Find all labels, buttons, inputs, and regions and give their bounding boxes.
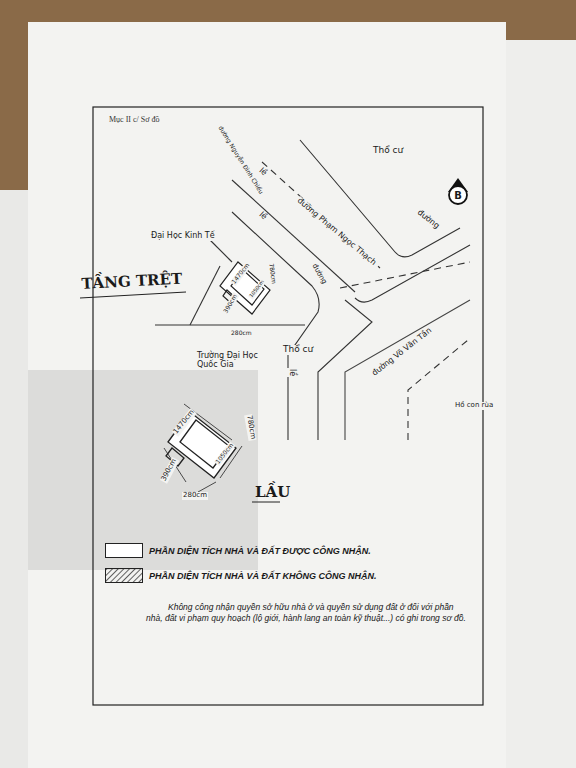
section-title: Mục II c/ Sơ đồ	[108, 116, 160, 125]
street-name: đường	[415, 208, 442, 232]
legend-swatch	[105, 543, 143, 558]
landmark-label: Hồ con rùa	[454, 402, 494, 410]
dimension: 390cm	[160, 457, 179, 484]
sidewalk-label: lề	[256, 166, 269, 179]
dimension: 780cm	[244, 414, 256, 441]
building-name: Đại Học Kinh Tế	[150, 232, 216, 241]
legend-row: PHẦN DIỆN TÍCH NHÀ VÀ ĐẤT KHÔNG CÔNG NHẬ…	[105, 568, 377, 583]
sidewalk-label: lề	[256, 210, 269, 223]
floor-title: LẦU	[254, 484, 291, 501]
street-name: đường	[309, 262, 328, 287]
street-name: đường Võ Văn Tần	[370, 326, 434, 379]
legend-text: PHẦN DIỆN TÍCH NHÀ VÀ ĐẤT ĐƯỢC CÔNG NHẬN…	[149, 546, 371, 556]
dimension: 390cm	[222, 292, 239, 315]
note-text: Không công nhận quyền sở hữu nhà ở và qu…	[145, 602, 472, 625]
building-name: Trường Đại Học Quốc Gia	[196, 352, 270, 370]
hatched-swatch	[105, 568, 143, 583]
legend-row: PHẦN DIỆN TÍCH NHÀ VÀ ĐẤT ĐƯỢC CÔNG NHẬN…	[105, 543, 371, 558]
dimension: 1470cm	[172, 408, 197, 437]
dimension: 280cm	[182, 492, 208, 500]
hatch-fill	[106, 569, 142, 582]
dimension: 780cm	[267, 262, 277, 285]
dimension: 280cm	[230, 330, 253, 337]
dimension: 1050cm	[214, 441, 235, 466]
floor-title: TẦNG TRỆT	[80, 271, 184, 293]
street-name: đường Nguyễn Đình Chiểu	[216, 124, 264, 196]
land-use-label: Thổ cư	[282, 345, 314, 355]
north-symbol: B	[454, 190, 462, 201]
sidewalk-label: lề	[287, 368, 296, 377]
dimension: 1050cm	[248, 278, 266, 299]
land-use-label: Thổ cư	[372, 146, 404, 156]
street-name: đường Phạm Ngọc Thạch	[294, 196, 378, 268]
dimension: 1470cm	[230, 261, 251, 286]
legend-text: PHẦN DIỆN TÍCH NHÀ VÀ ĐẤT KHÔNG CÔNG NHẬ…	[149, 571, 377, 581]
